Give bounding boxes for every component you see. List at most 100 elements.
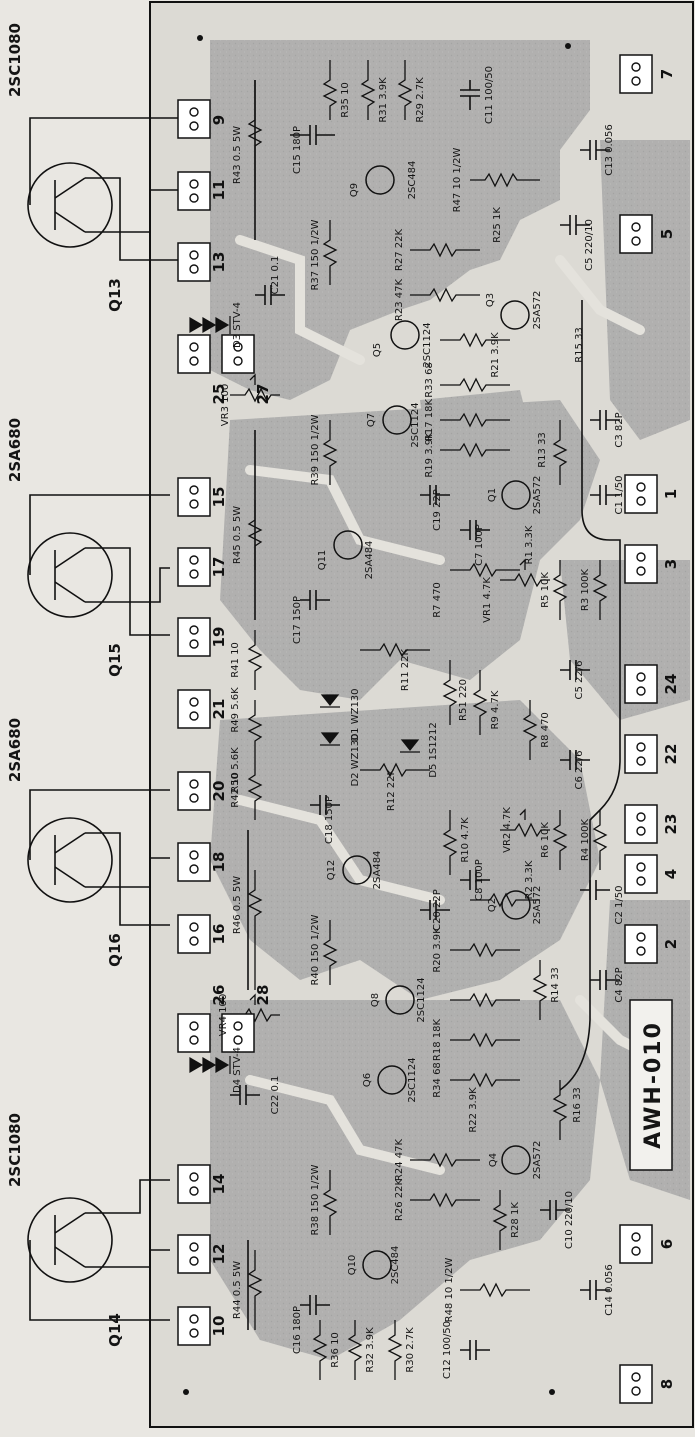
pad-num: 27 <box>254 384 272 405</box>
component-label: R25 1K <box>492 207 503 243</box>
component-label: Q10 <box>347 1255 358 1276</box>
component-label: 2SC1124 <box>407 1057 418 1102</box>
component-label: R40 150 1/2W <box>310 914 321 985</box>
component-label: R48 10 1/2W <box>444 1258 455 1323</box>
pad-num: 21 <box>210 699 228 720</box>
pad-num: 20 <box>210 781 228 802</box>
component-label: C10 220/10 <box>564 1191 575 1249</box>
pad-num: 16 <box>210 924 228 945</box>
component-label: R5 10K <box>540 572 551 608</box>
component-label: R17 18K <box>424 398 435 441</box>
component-label: R15 33 <box>574 327 585 363</box>
component-label: 2SA484 <box>372 851 383 890</box>
component-label: R30 2.7K <box>405 1327 416 1373</box>
component-label: R18 18K <box>432 1018 443 1061</box>
component-label: R16 33 <box>572 1087 583 1123</box>
component-label: Q7 <box>366 413 377 427</box>
component-label: R37 150 1/2W <box>310 219 321 290</box>
component-label: R20 3.9K <box>432 927 443 973</box>
pad-num: 14 <box>210 1174 228 1195</box>
component-label: R3 100K <box>580 568 591 611</box>
pad-num: 24 <box>662 674 680 695</box>
component-label: R1 3.3K <box>524 525 535 564</box>
component-label: D2 WZ130 <box>350 733 361 786</box>
labels: AWH-010 2SC1080 Q13 2SA680 Q15 2SA680 Q1… <box>6 23 680 1389</box>
component-label: R12 22K <box>386 768 397 811</box>
ext-q14-ref: Q14 <box>106 1313 124 1347</box>
component-label: R42 10 <box>230 772 241 808</box>
pad-num: 22 <box>662 744 680 765</box>
component-label: D1 WZ130 <box>350 688 361 741</box>
component-label: R46 0.5 5W <box>232 876 243 934</box>
pad-num: 10 <box>210 1316 228 1337</box>
diode-stacks <box>189 316 420 1074</box>
component-label: Q1 <box>487 488 498 502</box>
component-label: R35 10 <box>340 82 351 118</box>
pad-num: 28 <box>254 985 272 1006</box>
pad-num: 12 <box>210 1244 228 1265</box>
component-label: Q9 <box>349 183 360 197</box>
component-label: R23 47K <box>394 278 405 321</box>
component-label: C4 82P <box>614 967 625 1002</box>
component-label: R49 5.6K <box>230 687 241 733</box>
component-label: D3 STV-4 <box>232 302 243 348</box>
component-label: C13 0.056 <box>604 124 615 176</box>
component-label: C11 100/50 <box>484 66 495 124</box>
ext-q15-ref: Q15 <box>106 643 124 677</box>
component-label: R27 22K <box>394 228 405 271</box>
component-label: VR1 4.7K <box>482 577 493 623</box>
pad-num: 3 <box>662 559 680 569</box>
ext-q16-ref: Q16 <box>106 933 124 967</box>
component-label: R34 68 <box>432 1062 443 1098</box>
transistor-q14 <box>27 1179 170 1321</box>
component-label: R10 4.7K <box>460 817 471 863</box>
pad-num: 18 <box>210 852 228 873</box>
component-label: R4 100K <box>580 818 591 861</box>
component-label: 2SA572 <box>532 476 543 515</box>
component-label: R11 22K <box>400 648 411 691</box>
component-label: R38 150 1/2W <box>310 1164 321 1235</box>
pad-num: 26 <box>210 985 228 1006</box>
component-label: R51 220 <box>458 679 469 721</box>
pad-num: 1 <box>662 489 680 499</box>
pad-num: 2 <box>662 939 680 949</box>
component-label: R41 10 <box>230 642 241 678</box>
component-label: VR2 4.7K <box>502 807 513 853</box>
component-label: R13 33 <box>537 432 548 468</box>
component-label: C1 1/50 <box>614 476 625 515</box>
component-label: VR3 100 <box>220 384 231 426</box>
component-label: R33 68 <box>424 362 435 398</box>
component-label: R19 3.9K <box>424 432 435 478</box>
component-label: R28 1K <box>510 1202 521 1238</box>
component-label: R29 2.7K <box>415 77 426 123</box>
component-label: R24 47K <box>394 1138 405 1181</box>
component-label: C7 100P <box>474 524 485 566</box>
component-label: C14 0.056 <box>604 1264 615 1316</box>
transistor-q13 <box>27 117 180 261</box>
ext-q13-part: 2SC1080 <box>6 23 24 97</box>
component-label: R7 470 <box>432 582 443 618</box>
pad-num: 5 <box>658 229 676 239</box>
board-code-box <box>629 999 673 1171</box>
component-label: R44 0.5 5W <box>232 1261 243 1319</box>
ext-q16-part: 2SA680 <box>6 718 24 782</box>
component-label: C5 22/6 <box>574 661 585 700</box>
component-label: 2SC484 <box>390 1246 401 1285</box>
transistor-q16 <box>27 789 170 926</box>
component-label: R32 3.9K <box>365 1327 376 1373</box>
component-label: 2SC1124 <box>410 402 421 447</box>
pad-num: 11 <box>210 180 228 201</box>
component-label: Q8 <box>370 993 381 1007</box>
variable-resistors <box>230 373 550 1023</box>
pad-num: 8 <box>658 1379 676 1389</box>
component-label: C8 100P <box>474 859 485 901</box>
component-label: 2SA572 <box>532 291 543 330</box>
component-label: Q12 <box>326 860 337 881</box>
component-label: C5 220/10 <box>584 219 595 271</box>
component-label: C20 22P <box>432 889 443 931</box>
component-label: D4 STV-4 <box>232 1047 243 1093</box>
ext-q13-ref: Q13 <box>106 278 124 312</box>
component-label: C15 180P <box>292 126 303 174</box>
